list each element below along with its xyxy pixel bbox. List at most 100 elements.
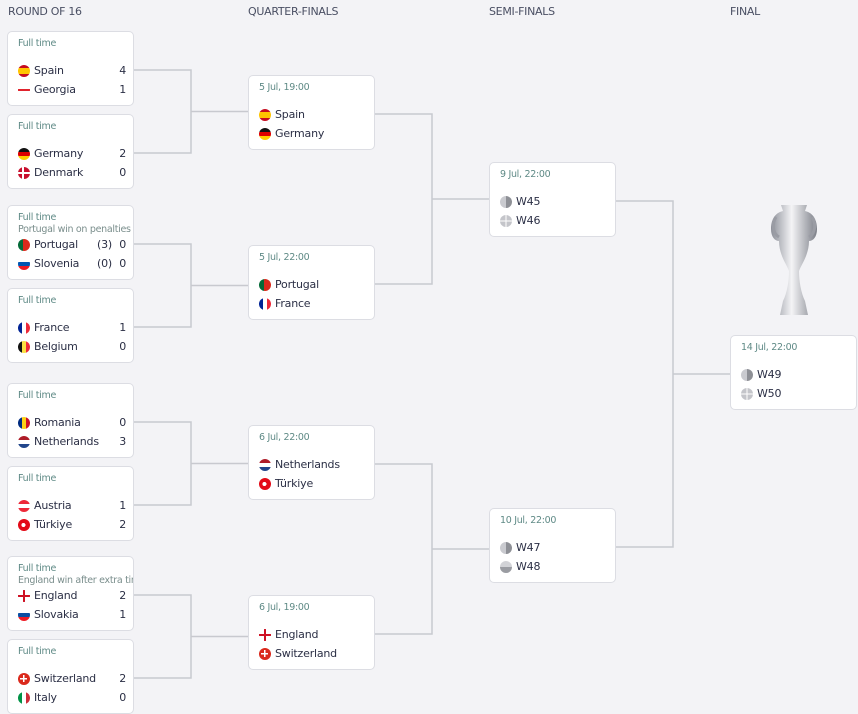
team-name: Italy (34, 691, 57, 704)
match-status: 6 Jul, 19:00 (259, 602, 310, 613)
austria-flag-icon (18, 500, 30, 512)
ph1-flag-icon (500, 542, 512, 554)
germany-flag-icon (259, 128, 271, 140)
team-row[interactable]: France 1 (18, 320, 126, 336)
team-row[interactable]: Netherlands (259, 457, 367, 473)
team-name: France (34, 321, 70, 334)
team-row[interactable]: England (259, 627, 367, 643)
team-row[interactable]: Switzerland 2 (18, 671, 126, 687)
header-final: FINAL (730, 5, 760, 18)
england-flag-icon (18, 590, 30, 602)
turkiye-flag-icon (18, 519, 30, 531)
slovenia-flag-icon (18, 258, 30, 270)
team-name: Switzerland (34, 672, 96, 685)
team-score: 3 (119, 435, 126, 448)
team-score: 0 (119, 416, 126, 429)
team-score: 1 (119, 321, 126, 334)
team-name: Romania (34, 416, 81, 429)
ph3-flag-icon (500, 561, 512, 573)
match-note: Portugal win on penalties (18, 224, 131, 235)
team-score: 2 (119, 672, 126, 685)
team-name: W46 (516, 214, 541, 227)
team-name: Belgium (34, 340, 78, 353)
portugal-flag-icon (259, 279, 271, 291)
team-name: Portugal (34, 238, 78, 251)
team-name: France (275, 297, 311, 310)
team-row[interactable]: Italy 0 (18, 690, 126, 706)
match-note: England win after extra time (18, 575, 133, 586)
team-score: 0 (119, 238, 126, 251)
team-name: Denmark (34, 166, 84, 179)
team-row[interactable]: W48 (500, 559, 608, 575)
team-name: Georgia (34, 83, 76, 96)
team-row[interactable]: Slovenia(0)0 (18, 256, 126, 272)
team-row[interactable]: W50 (741, 386, 849, 402)
match-status: 5 Jul, 22:00 (259, 252, 310, 263)
team-row[interactable]: Germany (259, 126, 367, 142)
team-score: 2 (119, 147, 126, 160)
team-row[interactable]: Romania 0 (18, 415, 126, 431)
england-flag-icon (259, 629, 271, 641)
team-score: 0 (119, 691, 126, 704)
match-status: Full time (18, 473, 57, 484)
team-row[interactable]: W49 (741, 367, 849, 383)
team-row[interactable]: France (259, 296, 367, 312)
connector-line (134, 69, 192, 154)
team-name: Portugal (275, 278, 319, 291)
team-name: Spain (275, 108, 305, 121)
team-score: 1 (119, 83, 126, 96)
italy-flag-icon (18, 692, 30, 704)
spain-flag-icon (259, 109, 271, 121)
team-row[interactable]: Portugal (259, 277, 367, 293)
team-row[interactable]: W47 (500, 540, 608, 556)
team-name: Austria (34, 499, 72, 512)
team-row[interactable]: Türkiye (259, 476, 367, 492)
connector-line (134, 421, 192, 506)
team-row[interactable]: Georgia 1 (18, 82, 126, 98)
match-status: Full time (18, 646, 57, 657)
trophy-icon (771, 205, 817, 315)
connector-line (616, 200, 674, 548)
team-row[interactable]: Austria 1 (18, 498, 126, 514)
ph2-flag-icon (500, 215, 512, 227)
connector-line (134, 594, 192, 679)
match-status: Full time (18, 563, 57, 574)
netherlands-flag-icon (18, 436, 30, 448)
team-row[interactable]: Portugal(3)0 (18, 237, 126, 253)
ph1-flag-icon (741, 369, 753, 381)
team-row[interactable]: W46 (500, 213, 608, 229)
team-name: England (34, 589, 78, 602)
team-row[interactable]: Spain (259, 107, 367, 123)
match-status: Full time (18, 212, 57, 223)
team-row[interactable]: W45 (500, 194, 608, 210)
netherlands-flag-icon (259, 459, 271, 471)
switzerland-flag-icon (259, 648, 271, 660)
romania-flag-icon (18, 417, 30, 429)
team-score: 1 (119, 499, 126, 512)
team-row[interactable]: Switzerland (259, 646, 367, 662)
team-name: Türkiye (275, 477, 314, 490)
